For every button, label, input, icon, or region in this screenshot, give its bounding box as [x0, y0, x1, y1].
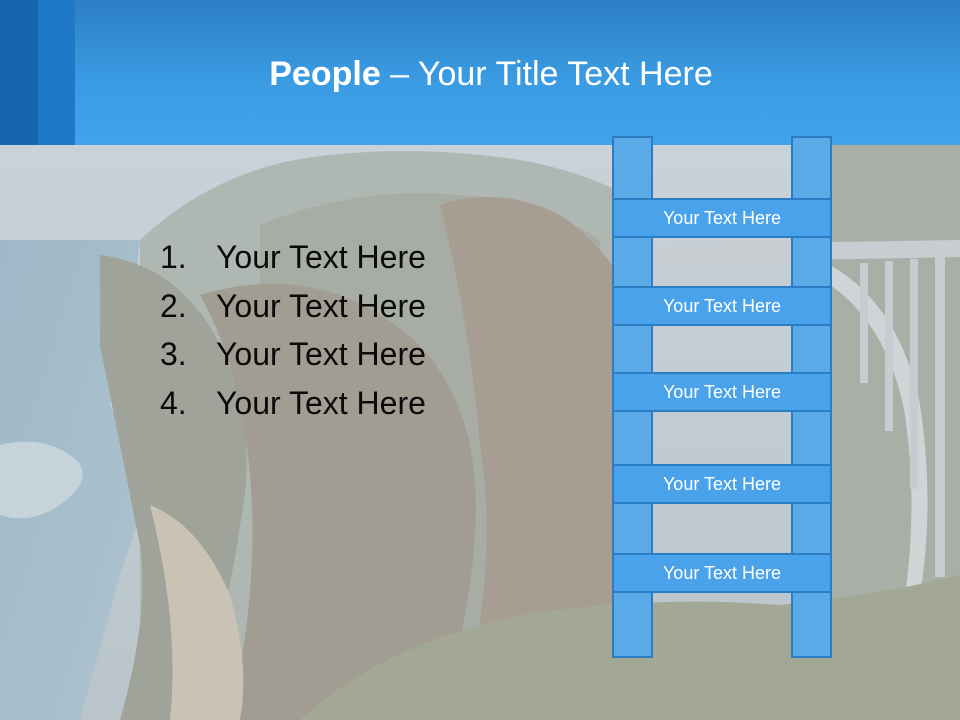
list-item: 4. Your Text Here — [160, 379, 426, 428]
list-item: 3. Your Text Here — [160, 330, 426, 379]
ladder-rung[interactable]: Your Text Here — [612, 464, 832, 504]
list-text: Your Text Here — [216, 239, 426, 275]
slide-title[interactable]: People – Your Title Text Here — [0, 52, 960, 96]
header-accent-stripe — [38, 0, 75, 145]
list-item: 1. Your Text Here — [160, 233, 426, 282]
title-rest: – Your Title Text Here — [380, 55, 713, 93]
ladder-rung[interactable]: Your Text Here — [612, 372, 832, 412]
header-band: People – Your Title Text Here — [0, 0, 960, 145]
list-number: 3. — [160, 336, 187, 372]
header-accent-stripe — [0, 0, 38, 145]
title-bold: People — [269, 55, 381, 93]
list-number: 4. — [160, 384, 187, 421]
list-text: Your Text Here — [216, 287, 426, 324]
list-number: 2. — [160, 287, 187, 324]
list-item: 2. Your Text Here — [160, 282, 426, 331]
list-text: Your Text Here — [216, 336, 426, 372]
numbered-list[interactable]: 1. Your Text Here 2. Your Text Here 3. Your… — [160, 233, 426, 427]
ladder-rung[interactable]: Your Text Here — [612, 198, 832, 238]
ladder-rung[interactable]: Your Text Here — [612, 553, 832, 593]
ladder-rung[interactable]: Your Text Here — [612, 286, 832, 326]
list-number: 1. — [160, 239, 187, 275]
list-text: Your Text Here — [216, 384, 426, 421]
